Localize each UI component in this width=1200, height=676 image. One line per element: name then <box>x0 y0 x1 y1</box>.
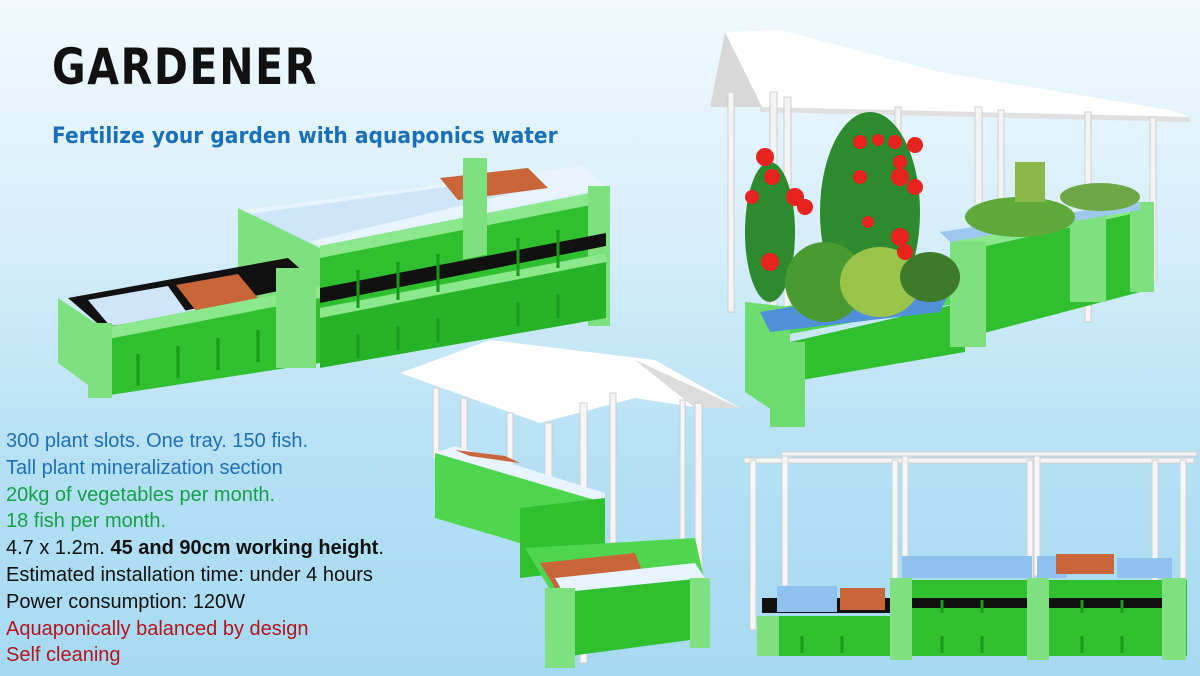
feature-item: Tall plant mineralization section <box>6 456 283 479</box>
feature-item: Aquaponically balanced by design <box>6 617 309 640</box>
feature-item: 18 fish per month. <box>6 510 167 533</box>
feature-list: 300 plant slots. One tray. 150 fish. Tal… <box>6 428 384 669</box>
feature-dimensions: 4.7 x 1.2m. <box>6 537 111 560</box>
page-subtitle: Fertilize your garden with aquaponics wa… <box>52 124 558 149</box>
render-bare-system <box>58 158 618 398</box>
feature-item: 20kg of vegetables per month. <box>6 483 276 506</box>
feature-item: 300 plant slots. One tray. 150 fish. <box>6 430 309 452</box>
render-roofed-system-angle <box>395 338 745 673</box>
render-planted-system-with-roof <box>700 12 1200 432</box>
feature-working-height: 45 and 90cm working height <box>110 537 379 560</box>
feature-item: 4.7 x 1.2m. 45 and 90cm working height. <box>6 537 384 560</box>
render-frame-system-side <box>742 448 1200 673</box>
feature-item: Estimated installation time: under 4 hou… <box>6 563 373 586</box>
page-title: GARDENER <box>52 38 319 96</box>
feature-item: Self cleaning <box>6 644 121 667</box>
feature-item: Power consumption: 120W <box>6 590 246 613</box>
